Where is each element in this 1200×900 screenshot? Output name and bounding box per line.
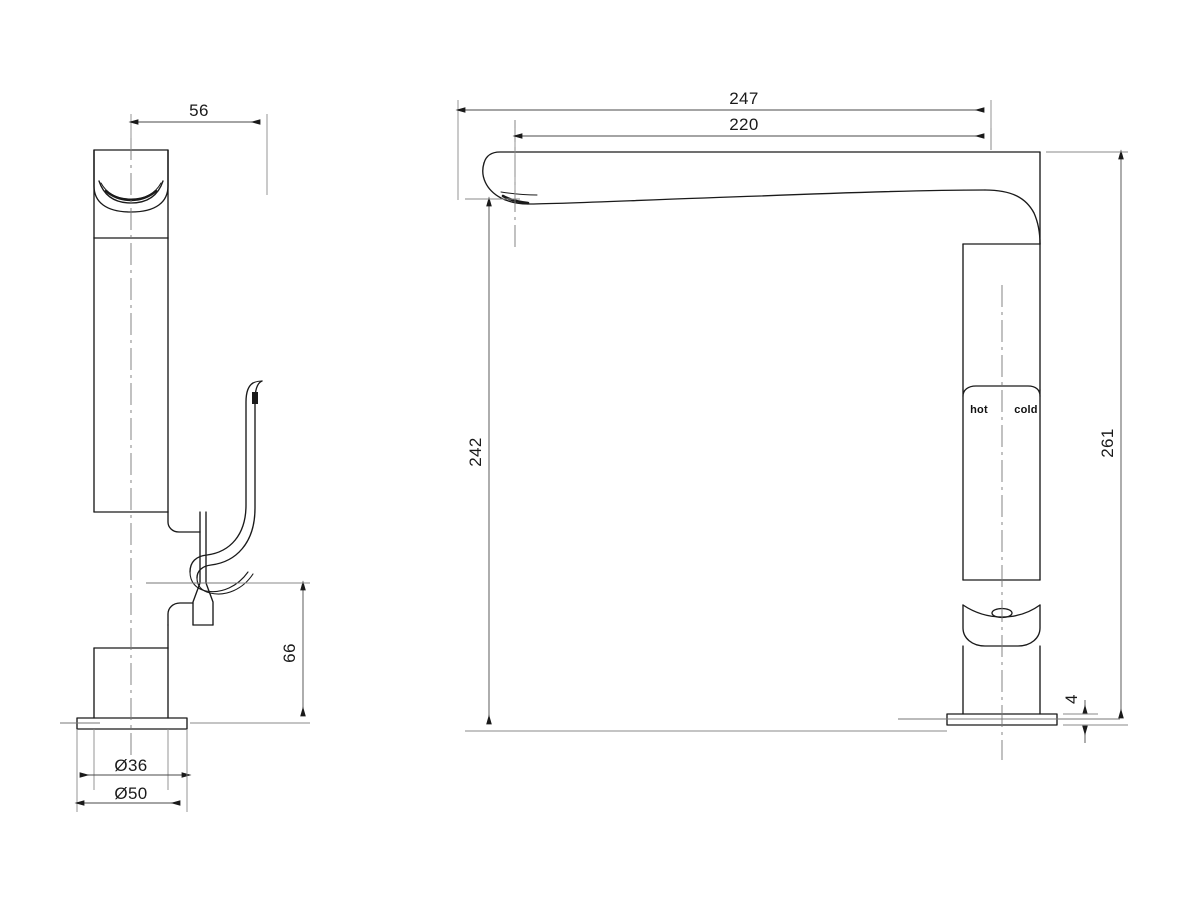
dimension-220	[512, 128, 992, 200]
front-view-body	[962, 243, 1041, 715]
centrelines-horizontal	[60, 582, 1120, 724]
cold-label: cold	[1014, 404, 1037, 416]
side-view-lower-shank	[93, 647, 169, 719]
dimension-label-66: 66	[280, 643, 299, 663]
front-view-spout	[482, 151, 1041, 245]
dimension-242	[465, 196, 947, 732]
side-view-base-plate	[76, 717, 188, 730]
dimension-label-d50: Ø50	[114, 784, 147, 803]
front-view-handle-cap	[962, 579, 1041, 647]
hot-label: hot	[970, 404, 988, 416]
dimension-texts: 56 66 Ø36 Ø50 247 220 242 261 4	[114, 89, 1117, 803]
side-view-column	[93, 237, 169, 513]
centrelines	[130, 120, 1003, 760]
indicator-labels: hot cold	[970, 404, 1037, 416]
dimension-d36	[79, 729, 192, 790]
side-view-handle-lever	[189, 380, 263, 595]
dimension-d50	[74, 729, 188, 812]
dimension-247	[455, 100, 992, 200]
side-view-handle-hub	[93, 511, 214, 649]
dimension-4	[1063, 700, 1098, 743]
dimension-56	[128, 114, 268, 195]
dimension-label-4: 4	[1062, 694, 1081, 704]
dimension-label-56: 56	[189, 101, 209, 120]
dimension-66	[190, 580, 310, 724]
dimension-label-261: 261	[1098, 428, 1117, 458]
front-view-indicator-panel	[962, 385, 1041, 581]
dimension-label-d36: Ø36	[114, 756, 147, 775]
front-view-geometry	[482, 151, 1058, 726]
dimension-lines	[74, 100, 1128, 812]
side-view-geometry	[76, 149, 263, 730]
dimension-label-242: 242	[466, 437, 485, 467]
dimension-label-220: 220	[729, 115, 759, 134]
dimension-label-247: 247	[729, 89, 759, 108]
